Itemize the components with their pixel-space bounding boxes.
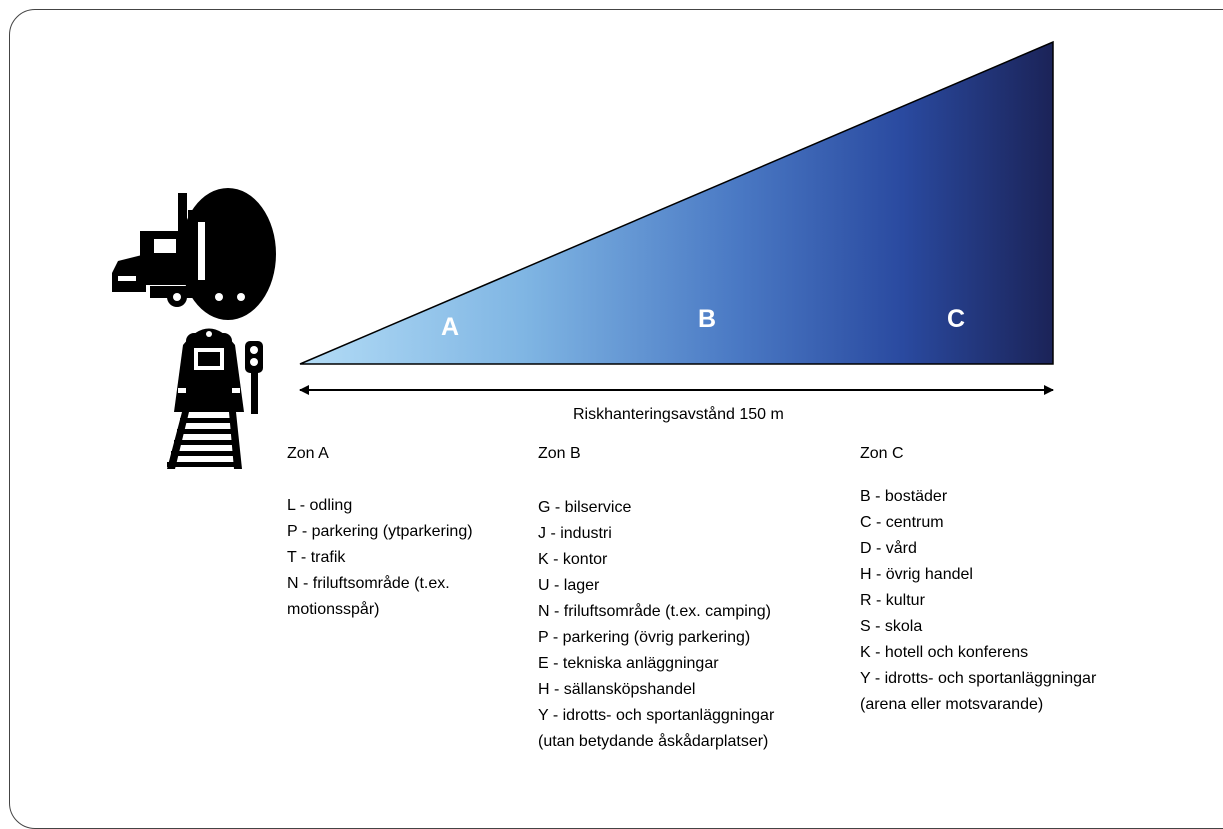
list-item: U - lager <box>538 577 600 594</box>
risk-gradient-wedge <box>299 40 1054 365</box>
list-item: P - parkering (övrig parkering) <box>538 629 751 646</box>
list-item: T - trafik <box>287 549 346 566</box>
list-item: H - sällansköpshandel <box>538 681 696 698</box>
list-item: P - parkering (ytparkering) <box>287 523 473 540</box>
list-item: H - övrig handel <box>860 566 973 583</box>
list-item: N - friluftsområde (t.ex. <box>287 575 450 592</box>
list-item: D - vård <box>860 540 917 557</box>
zone-letter-b: B <box>698 305 717 333</box>
train-icon <box>174 328 244 412</box>
list-item: E - tekniska anläggningar <box>538 655 719 672</box>
zone-c-list: B - bostäder C - centrum D - vård H - öv… <box>860 484 1096 718</box>
list-item: N - friluftsområde (t.ex. camping) <box>538 603 771 620</box>
zone-a-heading: Zon A <box>287 445 329 462</box>
list-item: (utan betydande åskådarplatser) <box>538 733 769 750</box>
list-item: G - bilservice <box>538 499 632 516</box>
list-item: L - odling <box>287 497 353 514</box>
list-item: Y - idrotts- och sportanläggningar <box>538 707 775 724</box>
list-item: motionsspår) <box>287 601 380 618</box>
zone-letter-a: A <box>441 313 460 341</box>
zone-a-list: L - odling P - parkering (ytparkering) T… <box>287 493 473 623</box>
distance-label: Riskhanteringsavstånd 150 m <box>573 406 784 423</box>
list-item: B - bostäder <box>860 488 948 505</box>
list-item: J - industri <box>538 525 612 542</box>
list-item: R - kultur <box>860 592 925 609</box>
zone-letter-c: C <box>947 305 966 333</box>
zone-c-heading: Zon C <box>860 445 904 462</box>
truck-icon <box>112 188 276 320</box>
zone-b-heading: Zon B <box>538 445 581 462</box>
signal-icon <box>245 341 263 414</box>
zone-b-list: G - bilservice J - industri K - kontor U… <box>538 495 774 755</box>
list-item: K - kontor <box>538 551 608 568</box>
list-item: K - hotell och konferens <box>860 644 1029 661</box>
list-item: S - skola <box>860 618 923 635</box>
list-item: Y - idrotts- och sportanläggningar <box>860 670 1097 687</box>
list-item: C - centrum <box>860 514 944 531</box>
railway-track-icon <box>167 412 242 469</box>
risk-distance-diagram <box>112 40 1054 469</box>
list-item: (arena eller motsvarande) <box>860 696 1044 713</box>
